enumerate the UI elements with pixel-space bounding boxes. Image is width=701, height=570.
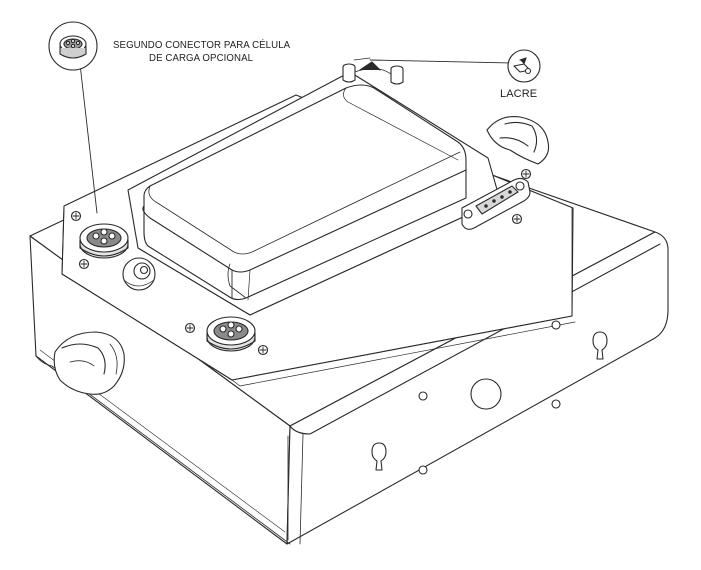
connector-callout-label-line1: SEGUNDO CONECTOR PARA CÉLULA xyxy=(113,39,291,51)
seal-callout-circle xyxy=(507,49,541,83)
panel-screws xyxy=(70,168,532,356)
load-cell-connector xyxy=(206,316,256,352)
optional-load-cell-connector xyxy=(79,223,129,259)
keyhole-slot-right xyxy=(592,331,608,360)
callout-leaders xyxy=(79,59,513,214)
seal-leader-line xyxy=(369,59,513,64)
screw xyxy=(70,210,82,222)
side-center-hole xyxy=(470,378,502,410)
screw xyxy=(511,213,523,225)
keyhole-slot-left xyxy=(371,442,387,471)
screw xyxy=(520,168,532,180)
cable-gland xyxy=(122,257,156,291)
connector-leader-line xyxy=(79,63,98,214)
connector-callout-label-line2: DE CARGA OPCIONAL xyxy=(149,52,254,64)
display-cover xyxy=(127,71,501,316)
seal-posts xyxy=(342,57,404,85)
screw xyxy=(184,322,196,334)
seal-callout-label: LACRE xyxy=(500,88,538,100)
rear-mounting-knob xyxy=(486,115,550,165)
front-mounting-knob xyxy=(53,331,125,395)
side-face-features xyxy=(371,320,608,475)
connector-callout-circle xyxy=(48,21,98,71)
serial-port-connector xyxy=(461,177,531,230)
screw xyxy=(257,344,269,356)
screw xyxy=(78,258,90,270)
